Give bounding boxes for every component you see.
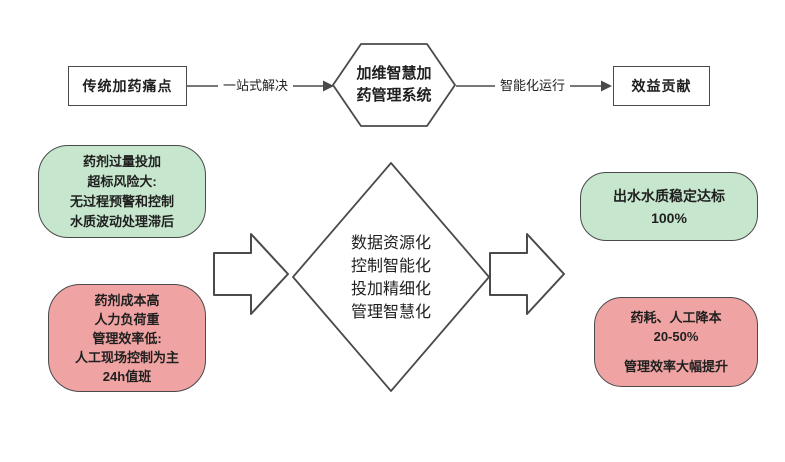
text-line: 投加精细化 xyxy=(350,281,431,298)
text-line: 水质波动处理滞后 xyxy=(69,213,174,229)
text-line: 管理效率低: xyxy=(92,330,162,346)
arrow2-label: 智能化运行 xyxy=(495,77,571,95)
pain-points-box: 传统加药痛点 xyxy=(68,66,187,106)
benefit-box: 效益贡献 xyxy=(613,66,710,106)
text-line: 控制智能化 xyxy=(350,258,431,275)
text-line: 100% xyxy=(651,209,687,226)
text-line: 管理智慧化 xyxy=(350,304,431,321)
hexagon-title-line: 药管理系统 xyxy=(356,87,432,104)
text-line: 药剂成本高 xyxy=(94,292,160,308)
text-line: 无过程预警和控制 xyxy=(69,193,174,209)
hexagon-title-line: 加维智慧加 xyxy=(356,65,432,82)
hexagon-title: 加维智慧加 药管理系统 xyxy=(333,44,455,126)
text-line: 管理效率大幅提升 xyxy=(623,359,728,374)
quality-benefit-box: 出水水质稳定达标 100% xyxy=(580,172,758,241)
text-line: 数据资源化 xyxy=(350,235,431,252)
arrowhead-1-icon xyxy=(323,80,334,92)
block-arrow-right-icon xyxy=(489,233,565,315)
core-capabilities: 数据资源化 控制智能化 投加精细化 管理智慧化 xyxy=(296,232,486,324)
text-line: 24h值班 xyxy=(102,368,152,384)
text-line: 药耗、人工降本 xyxy=(630,310,722,325)
cost-pain-box: 药剂成本高 人力负荷重 管理效率低: 人工现场控制为主 24h值班 xyxy=(48,284,206,392)
text-line: 人工现场控制为主 xyxy=(74,349,179,365)
saving-benefit-box: 药耗、人工降本 20-50% 管理效率大幅提升 xyxy=(594,297,758,387)
arrowhead-2-icon xyxy=(601,80,612,92)
arrow1-label: 一站式解决 xyxy=(218,77,294,95)
diamond-shape xyxy=(292,162,490,392)
risk-pain-box: 药剂过量投加 超标风险大: 无过程预警和控制 水质波动处理滞后 xyxy=(38,145,206,238)
text-line: 人力负荷重 xyxy=(94,311,160,327)
text-line: 出水水质稳定达标 xyxy=(613,187,725,204)
text-line: 药剂过量投加 xyxy=(82,153,161,169)
block-arrow-left-icon xyxy=(213,233,289,315)
text-line: 超标风险大: xyxy=(87,173,157,189)
text-line: 20-50% xyxy=(653,329,699,344)
hexagon-shape xyxy=(332,43,456,127)
